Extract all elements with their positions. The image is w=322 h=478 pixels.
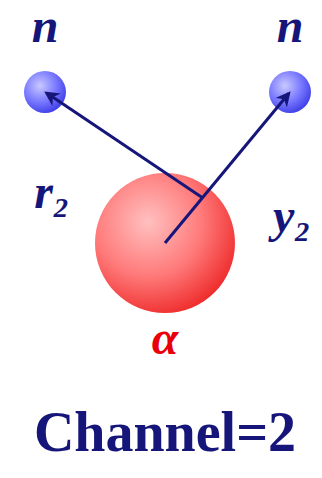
sphere-fill	[269, 71, 311, 113]
channel-title: Channel=2	[34, 404, 296, 460]
neutron-sphere	[23, 70, 67, 114]
neutron-node: n	[23, 2, 67, 114]
particle-label: n	[277, 2, 304, 50]
neutron-sphere	[268, 70, 312, 114]
vector-label: y₂	[273, 192, 311, 240]
sphere-fill	[95, 173, 235, 313]
neutron-node: n	[268, 2, 312, 114]
vector-label: r₂	[34, 168, 69, 216]
particle-label: n	[32, 2, 59, 50]
particle-label: α	[152, 314, 179, 362]
alpha-node: α	[94, 172, 236, 362]
jacobi-vector	[47, 93, 203, 198]
sphere-fill	[24, 71, 66, 113]
